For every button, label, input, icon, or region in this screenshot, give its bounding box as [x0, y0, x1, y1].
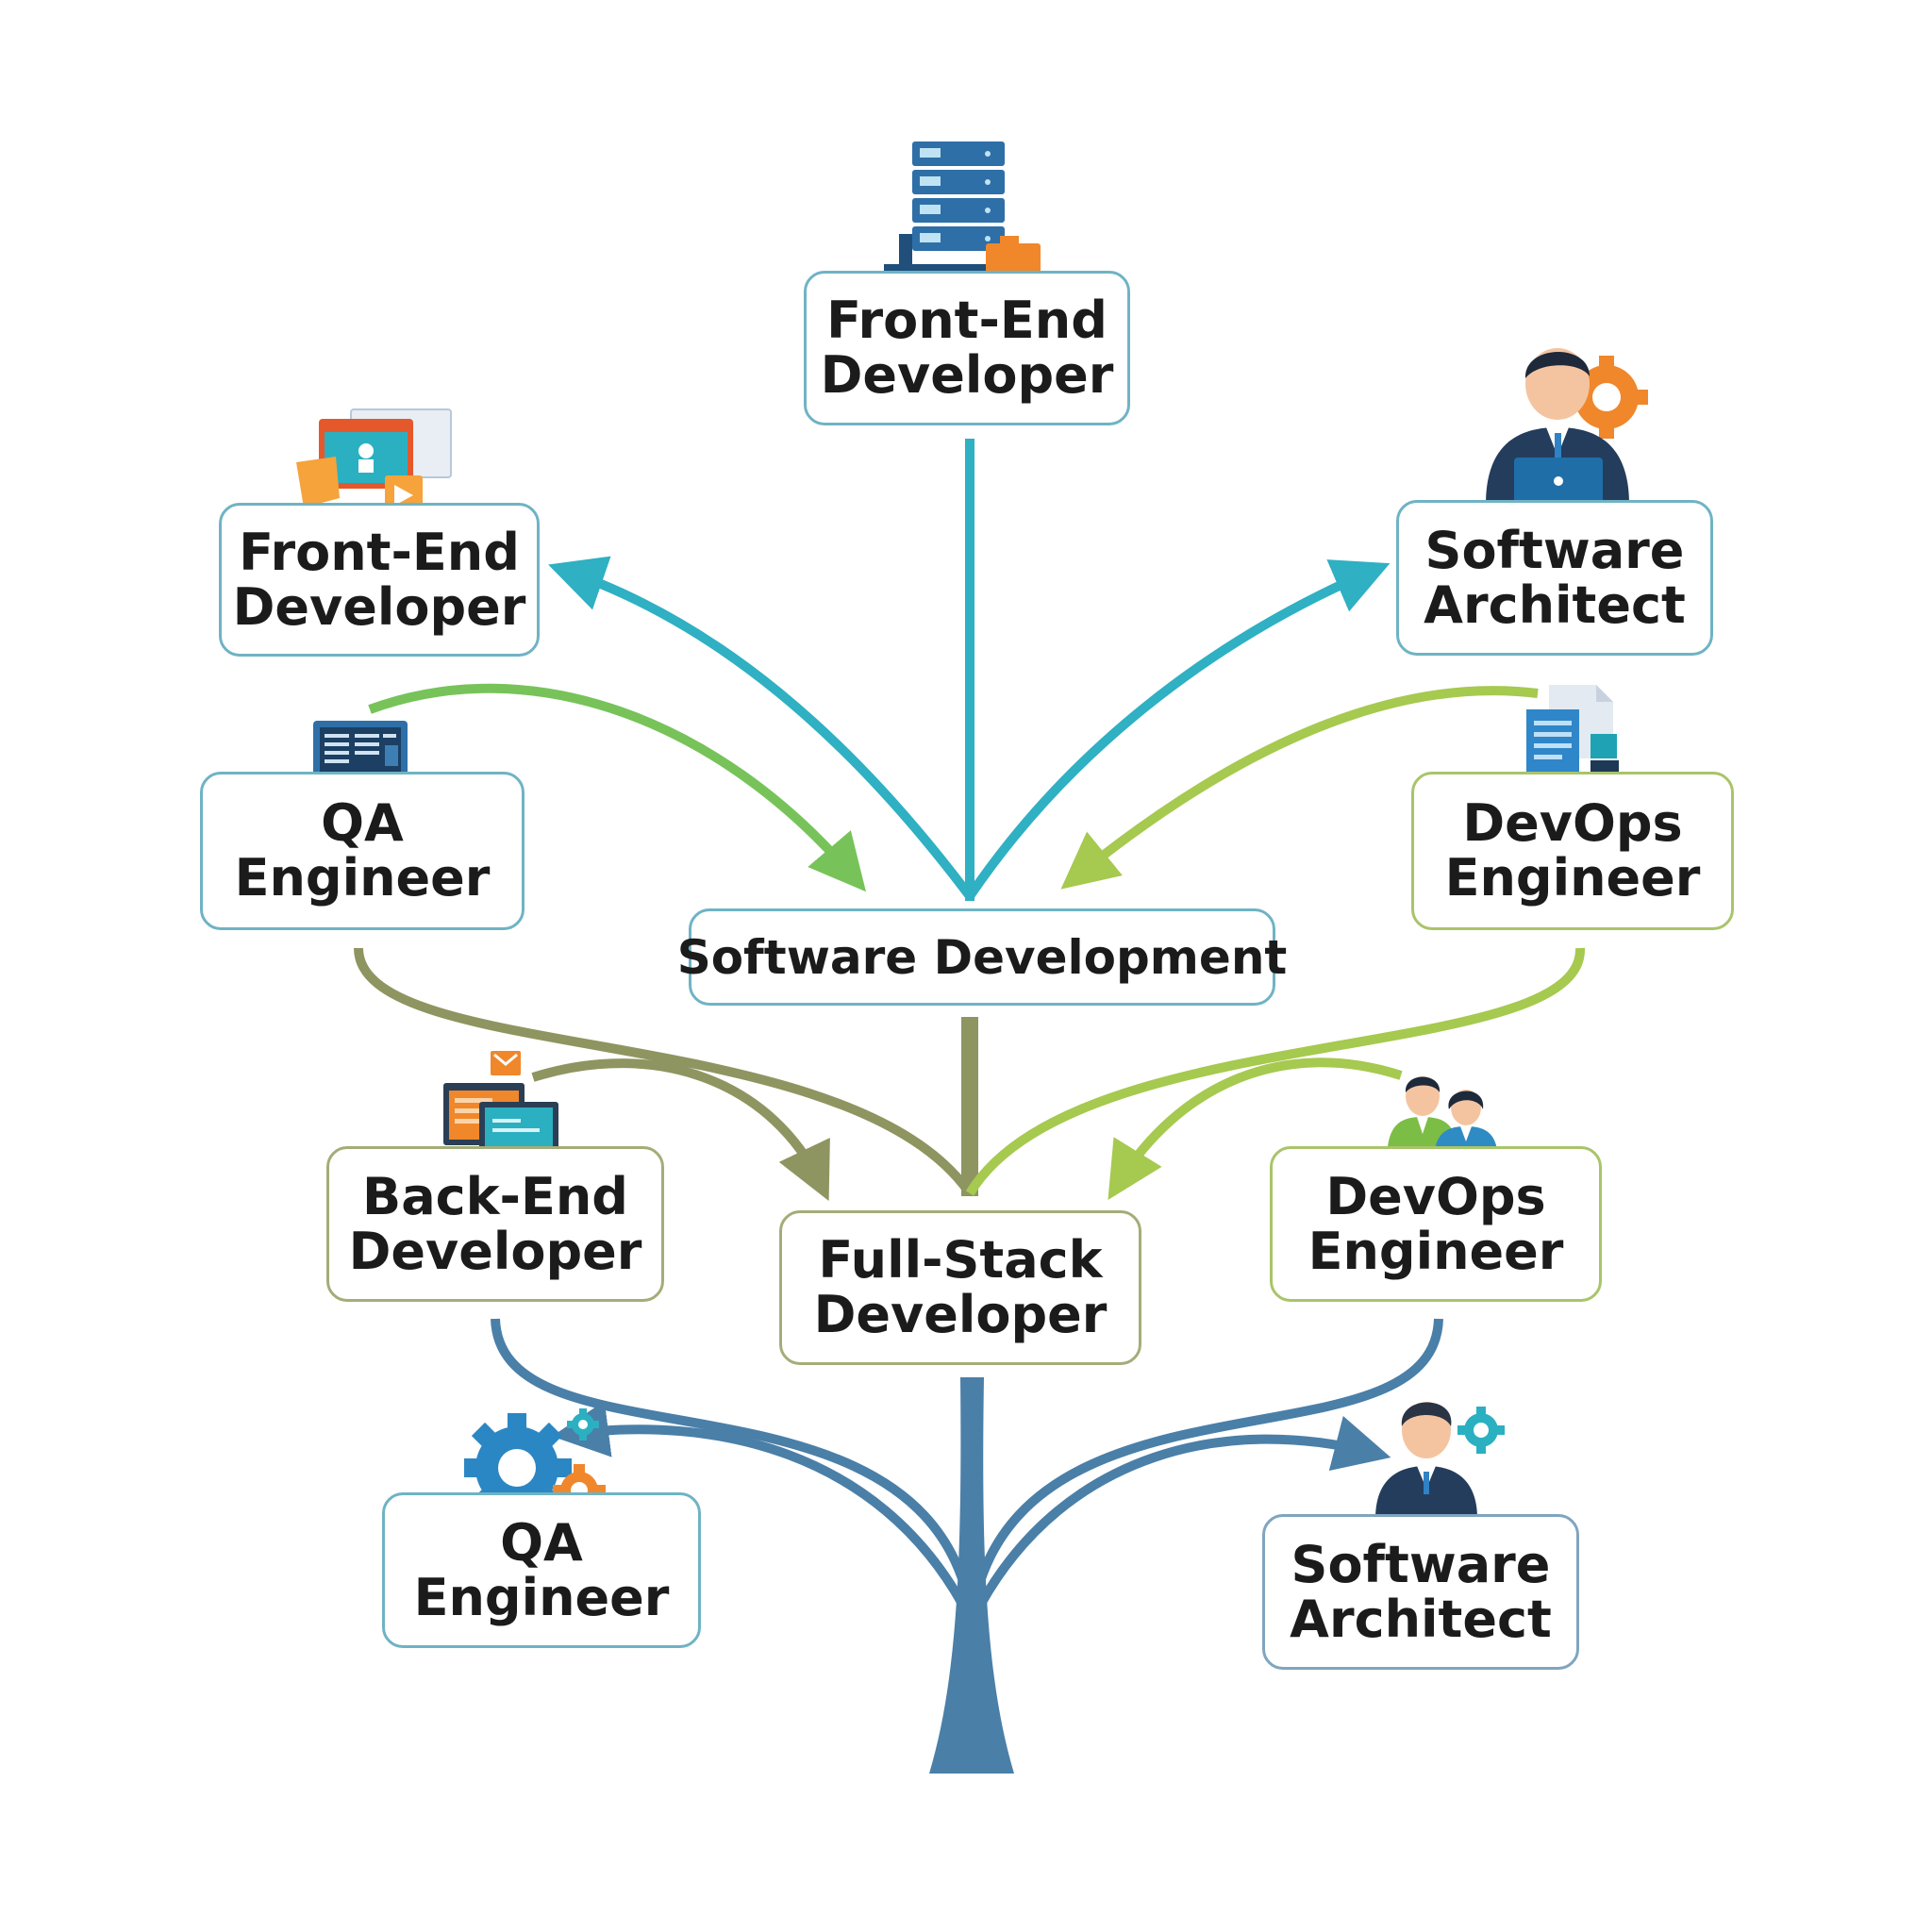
node-label: DevOps Engineer — [1445, 796, 1701, 906]
node-label: Software Architect — [1290, 1534, 1552, 1649]
arrow-trunk-to-qa — [552, 1401, 967, 1607]
node-label-line: Developer — [820, 345, 1114, 405]
arrow-backend-to-hub — [531, 1058, 830, 1202]
node-label: Software Architect — [1424, 520, 1686, 635]
connector-devops-to-hub — [965, 947, 1586, 1196]
web-interface-icon — [296, 408, 452, 515]
node-label-line: Developer — [232, 576, 526, 637]
node-label-line: Developer — [348, 1221, 642, 1281]
node-label-line: Engineer — [1444, 848, 1701, 908]
node-label: Front-End Developer — [233, 525, 526, 635]
arrow-devops-lower-to-hub — [1108, 1058, 1403, 1200]
node-label: Back-End Developer — [348, 1166, 642, 1281]
architect-person-icon — [1486, 348, 1648, 505]
node-label-line: Engineer — [1307, 1221, 1564, 1281]
node-bottom-right: Software Architect — [1262, 1514, 1579, 1670]
tree-trunk — [929, 1377, 1014, 1774]
arrow-qa-to-center — [368, 683, 866, 892]
node-label-line: Architect — [1424, 575, 1686, 635]
node-label-line: DevOps — [1325, 1166, 1546, 1226]
node-label-line: Engineer — [234, 848, 491, 908]
node-label-line: Back-End — [362, 1166, 628, 1226]
node-label-line: Software — [1424, 520, 1685, 580]
node-lower-left: Back-End Developer — [326, 1146, 664, 1302]
node-mid-right: DevOps Engineer — [1411, 772, 1734, 930]
node-label-line: QA — [321, 793, 404, 853]
arrow-center-to-upper-right — [965, 559, 1391, 899]
node-full-stack-developer: Full-Stack Developer — [779, 1210, 1141, 1365]
node-label: QA Engineer — [413, 1512, 670, 1627]
connector-backend-to-trunk — [491, 1318, 972, 1596]
node-top: Front-End Developer — [804, 271, 1130, 425]
node-bottom-left: QA Engineer — [382, 1492, 701, 1648]
node-upper-right: Software Architect — [1396, 500, 1713, 656]
arrow-devops-to-center — [1060, 686, 1539, 890]
node-label: DevOps Engineer — [1307, 1166, 1564, 1281]
node-label-line: QA — [500, 1512, 583, 1573]
node-upper-left: Front-End Developer — [219, 503, 540, 657]
hub-label-line: Full-Stack — [818, 1230, 1103, 1290]
node-label-line: Front-End — [239, 522, 520, 582]
node-label: QA Engineer — [235, 796, 491, 906]
node-label-line: DevOps — [1462, 793, 1683, 853]
business-person-icon — [1366, 1402, 1505, 1526]
node-label: Front-End Developer — [821, 293, 1114, 403]
node-mid-left: QA Engineer — [200, 772, 525, 930]
connector-qa-to-hub — [354, 947, 974, 1196]
node-lower-right: DevOps Engineer — [1270, 1146, 1602, 1302]
hub-label-line: Developer — [813, 1285, 1108, 1344]
node-label-line: Front-End — [826, 291, 1108, 350]
center-label: Software Development — [676, 929, 1288, 985]
node-label-line: Engineer — [413, 1567, 670, 1627]
server-rack-icon — [884, 142, 1041, 281]
node-software-development: Software Development — [677, 908, 1287, 1006]
arrow-trunk-to-architect — [976, 1415, 1391, 1607]
code-windows-icon — [443, 1051, 558, 1158]
arrow-center-to-upper-left — [548, 556, 974, 900]
node-label-line: Architect — [1290, 1589, 1552, 1649]
connector-devops-lower-to-trunk — [972, 1318, 1443, 1596]
hub-label: Full-Stack Developer — [814, 1233, 1108, 1342]
node-label-line: Software — [1291, 1534, 1551, 1594]
